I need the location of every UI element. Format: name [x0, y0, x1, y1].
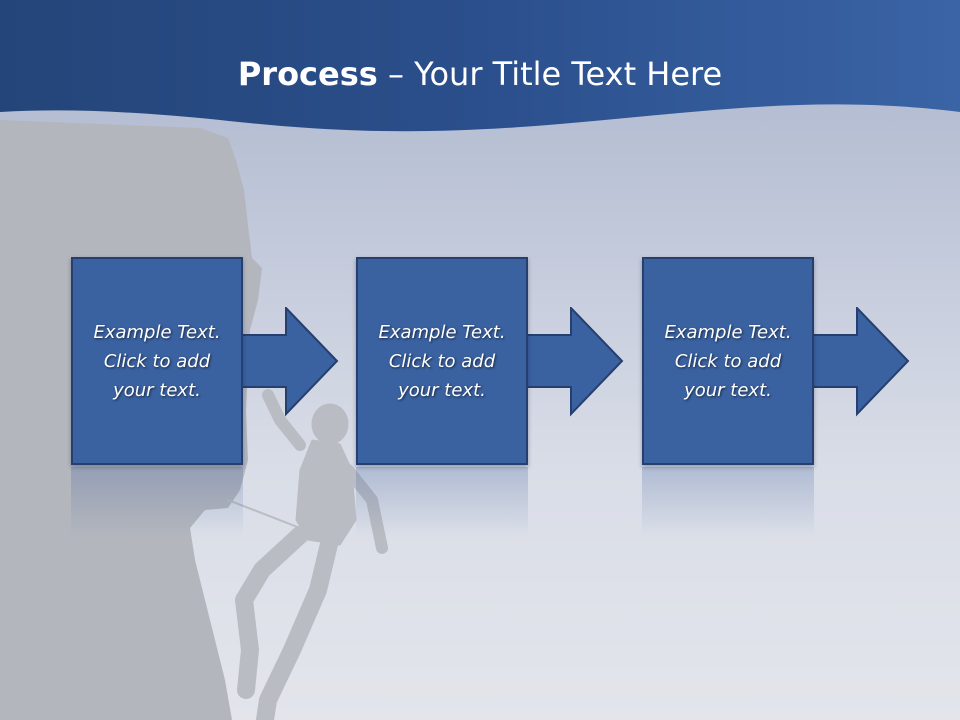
climber-silhouette [227, 389, 388, 720]
box-reflection [71, 467, 243, 537]
header-band [0, 0, 960, 132]
title-rest: – Your Title Text Here [377, 55, 723, 93]
process-step-1[interactable]: Example Text. Click to add your text. [71, 257, 243, 465]
right-arrow-icon [525, 307, 624, 417]
step-text: Example Text. Click to add your text. [378, 321, 506, 401]
box-reflection [642, 467, 814, 537]
process-step-3[interactable]: Example Text. Click to add your text. [642, 257, 814, 465]
title-bold: Process [237, 55, 378, 93]
slide-title[interactable]: Process – Your Title Text Here [0, 52, 960, 96]
process-step-2[interactable]: Example Text. Click to add your text. [356, 257, 528, 465]
step-text: Example Text. Click to add your text. [664, 321, 792, 401]
box-reflection [356, 467, 528, 537]
step-text: Example Text. Click to add your text. [93, 321, 221, 401]
right-arrow-icon [811, 307, 910, 417]
right-arrow-icon [240, 307, 339, 417]
